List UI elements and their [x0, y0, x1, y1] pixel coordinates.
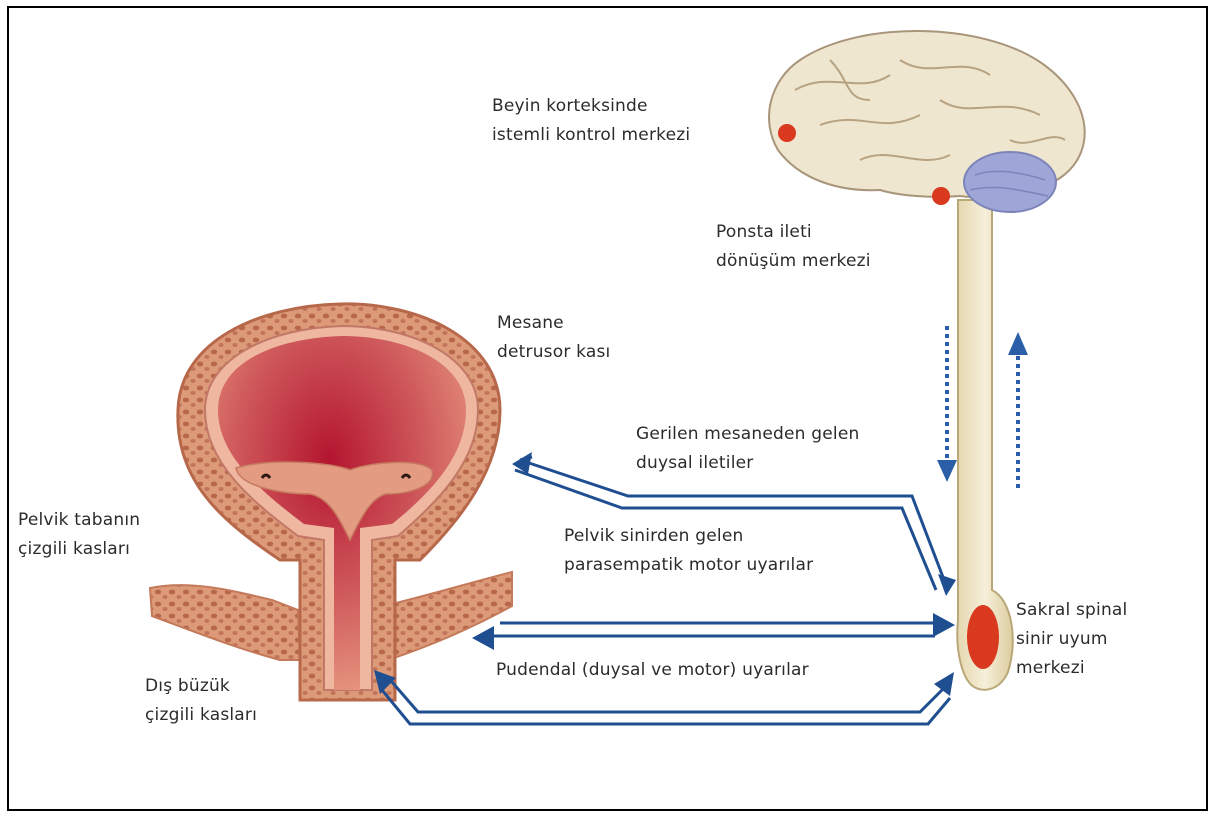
- pelvic-nerve-label: Pelvik sinirden gelen parasempatik motor…: [564, 522, 813, 580]
- external-sphincter-arrows: [382, 682, 950, 724]
- external-sphincter-label-line1: Dış büzük: [145, 672, 257, 701]
- sacral-label-line1: Sakral spinal: [1016, 596, 1127, 625]
- sensory-label-line2: duysal iletiler: [636, 449, 859, 478]
- pelvic-floor-label-line1: Pelvik tabanın: [18, 506, 140, 535]
- cortex-label: Beyin korteksinde istemli kontrol merkez…: [492, 92, 690, 150]
- pudendal-label: Pudendal (duysal ve motor) uyarılar: [496, 656, 809, 685]
- sacral-label-line2: sinir uyum: [1016, 625, 1127, 654]
- sacral-label: Sakral spinal sinir uyum merkezi: [1016, 596, 1127, 683]
- bladder-label: Mesane detrusor kası: [497, 309, 610, 367]
- pons-label: Ponsta ileti dönüşüm merkezi: [716, 218, 871, 276]
- sacral-label-line3: merkezi: [1016, 654, 1127, 683]
- pelvic-floor-label: Pelvik tabanın çizgili kasları: [18, 506, 140, 564]
- external-sphincter-label: Dış büzük çizgili kasları: [145, 672, 257, 730]
- pelvic-nerve-label-line2: parasempatik motor uyarılar: [564, 551, 813, 580]
- pelvic-nerve-label-line1: Pelvik sinirden gelen: [564, 522, 813, 551]
- pelvic-floor-label-line2: çizgili kasları: [18, 535, 140, 564]
- pudendal-label-line1: Pudendal (duysal ve motor) uyarılar: [496, 656, 809, 685]
- cortex-label-line1: Beyin korteksinde: [492, 92, 690, 121]
- cerebellum: [964, 152, 1056, 212]
- cortex-label-line2: istemli kontrol merkezi: [492, 121, 690, 150]
- pons-center-dot: [932, 187, 950, 205]
- bladder-label-line2: detrusor kası: [497, 338, 610, 367]
- bladder-label-line1: Mesane: [497, 309, 610, 338]
- sacral-center-dot: [967, 605, 999, 669]
- spinal-cord: [957, 200, 1012, 690]
- sensory-label-line1: Gerilen mesaneden gelen: [636, 420, 859, 449]
- brain-illustration: [769, 31, 1085, 212]
- external-sphincter-label-line2: çizgili kasları: [145, 701, 257, 730]
- pons-label-line2: dönüşüm merkezi: [716, 247, 871, 276]
- cortex-center-dot: [778, 124, 796, 142]
- pudendal-arrows: [472, 613, 955, 650]
- sensory-label: Gerilen mesaneden gelen duysal iletiler: [636, 420, 859, 478]
- pons-label-line1: Ponsta ileti: [716, 218, 871, 247]
